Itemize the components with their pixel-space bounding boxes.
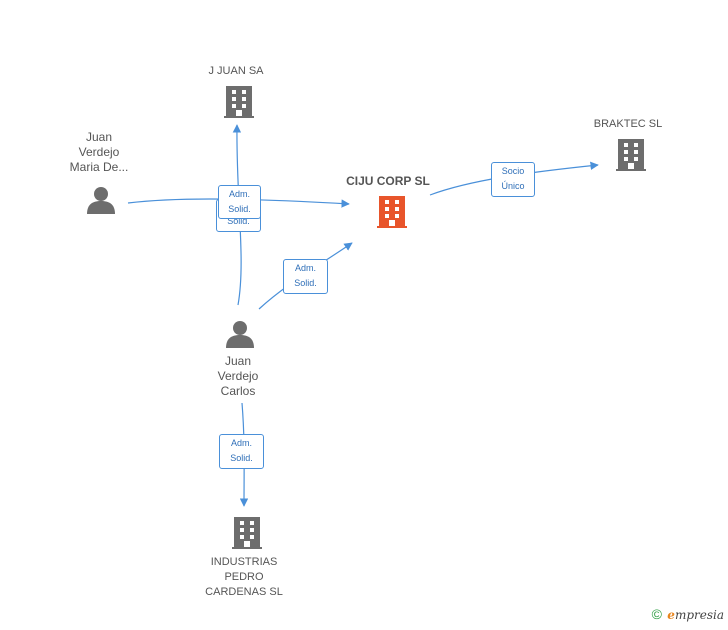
relation-box-carlos-industrias[interactable]: Adm. Solid. <box>219 434 264 469</box>
relation-line: Solid. <box>228 204 251 214</box>
building-icon-braktec[interactable] <box>616 139 646 171</box>
label-line: Verdejo <box>217 369 259 383</box>
label-line: PEDRO <box>224 571 264 583</box>
building-icon-industrias[interactable] <box>232 517 262 549</box>
brand-logo: empresia <box>667 608 724 622</box>
company-label-jjuan[interactable]: J JUAN SA <box>208 65 264 77</box>
relation-box-carlos-ciju[interactable]: Adm. Solid. <box>283 259 328 294</box>
relation-line: Solid. <box>230 453 253 463</box>
label-line: Juan <box>85 130 113 144</box>
relation-line: Solid. <box>294 278 317 288</box>
person-label-juan-carlos[interactable]: Juan Verdejo Carlos <box>198 354 278 399</box>
building-icon-ciju[interactable] <box>377 196 407 228</box>
relation-line: Solid. <box>227 216 250 226</box>
relation-line: Único <box>501 181 525 191</box>
company-label-ciju[interactable]: CIJU CORP SL <box>346 174 430 188</box>
company-label-industrias[interactable]: INDUSTRIAS PEDRO CARDENAS SL <box>194 555 294 600</box>
relation-line: Adm. <box>294 263 316 273</box>
brand-initial: e <box>667 608 675 622</box>
label-line: CARDENAS SL <box>205 586 283 598</box>
label-line: Maria De... <box>69 160 129 174</box>
person-icon-juan-maria[interactable] <box>87 187 115 214</box>
relation-line: Adm. <box>230 438 252 448</box>
building-icon-jjuan[interactable] <box>224 86 254 118</box>
relation-line: Socio <box>501 166 525 176</box>
empresia-watermark: © empresia <box>652 606 724 622</box>
relation-line: Adm. <box>228 189 250 199</box>
label-line: Carlos <box>220 384 256 398</box>
relation-box-maria-ciju[interactable]: Adm. Solid. <box>218 185 261 219</box>
person-label-juan-maria[interactable]: Juan Verdejo Maria De... <box>59 130 139 175</box>
label-line: Juan <box>224 354 252 368</box>
copyright-icon: © <box>651 606 662 622</box>
label-line: Verdejo <box>78 145 120 159</box>
brand-rest: mpresia <box>674 608 724 622</box>
person-icon-juan-carlos[interactable] <box>226 321 254 348</box>
company-label-braktec[interactable]: BRAKTEC SL <box>593 118 663 130</box>
relation-box-ciju-braktec[interactable]: Socio Único <box>491 162 535 197</box>
label-line: INDUSTRIAS <box>210 556 278 568</box>
edge-maria-to-ciju <box>127 198 350 208</box>
